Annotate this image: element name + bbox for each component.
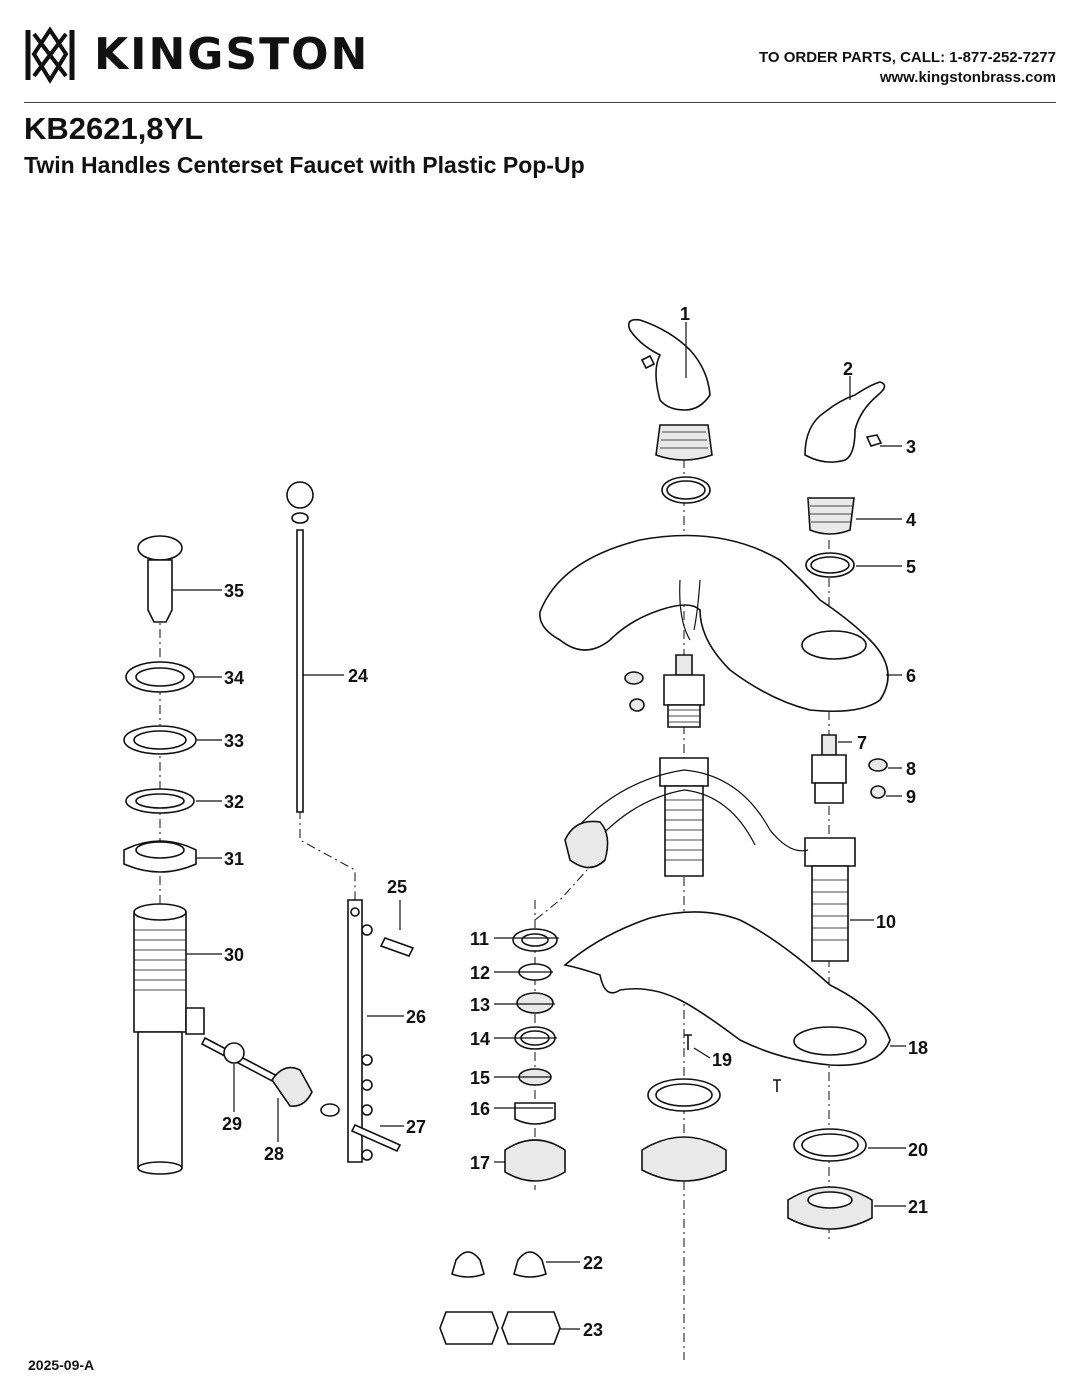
part-drain-assembly xyxy=(123,535,205,1175)
callout-30: 30 xyxy=(224,945,244,965)
callout-21: 21 xyxy=(908,1197,928,1217)
model-number: KB2621,8YL xyxy=(24,111,204,146)
callout-27: 27 xyxy=(406,1117,426,1137)
part-faucet-body xyxy=(539,534,889,713)
callout-31: 31 xyxy=(224,849,244,869)
callout-6: 6 xyxy=(906,666,916,686)
callout-5: 5 xyxy=(906,557,916,577)
callout-24: 24 xyxy=(348,666,368,686)
callout-11: 11 xyxy=(470,929,489,949)
callout-17: 17 xyxy=(470,1153,490,1173)
callout-19: 19 xyxy=(712,1050,732,1070)
callout-3: 3 xyxy=(906,437,916,457)
part-supply-nuts xyxy=(439,1251,561,1345)
callout-23: 23 xyxy=(583,1320,603,1340)
part-gaskets-nuts xyxy=(641,1078,873,1230)
part-cartridges xyxy=(624,654,888,804)
callout-25: 25 xyxy=(387,877,407,897)
callout-4: 4 xyxy=(906,510,916,530)
part-pop-up-linkage xyxy=(286,481,415,1163)
callout-22: 22 xyxy=(583,1253,603,1273)
order-website[interactable]: www.kingstonbrass.com xyxy=(879,69,1056,86)
part-left-handle xyxy=(627,318,713,504)
callout-14: 14 xyxy=(470,1029,490,1049)
callout-1: 1 xyxy=(680,304,690,324)
kingston-logo-icon xyxy=(25,26,75,84)
part-pivot xyxy=(200,1036,340,1117)
callout-labels: 1 2 3 4 5 6 7 8 9 10 11 12 13 14 15 16 1… xyxy=(222,304,928,1340)
header-divider xyxy=(24,102,1056,103)
callout-7: 7 xyxy=(857,733,867,753)
callout-33: 33 xyxy=(224,731,244,751)
part-right-handle xyxy=(804,381,886,578)
callout-32: 32 xyxy=(224,792,244,812)
callout-26: 26 xyxy=(406,1007,426,1027)
callout-20: 20 xyxy=(908,1140,928,1160)
callout-13: 13 xyxy=(470,995,490,1015)
leader-lines xyxy=(172,322,906,1330)
part-deck-plate xyxy=(563,911,891,1092)
callout-18: 18 xyxy=(908,1038,928,1058)
revision-code: 2025-09-A xyxy=(28,1357,95,1373)
callout-10: 10 xyxy=(876,912,896,932)
callout-12: 12 xyxy=(470,963,490,983)
callout-16: 16 xyxy=(470,1099,490,1119)
callout-28: 28 xyxy=(264,1144,284,1164)
brand-logo: KINGSTON xyxy=(24,26,369,84)
callout-15: 15 xyxy=(470,1068,490,1088)
callout-29: 29 xyxy=(222,1114,242,1134)
product-title: Twin Handles Centerset Faucet with Plast… xyxy=(24,152,585,178)
order-info: TO ORDER PARTS, CALL: 1-877-252-7277 www… xyxy=(759,48,1056,88)
callout-9: 9 xyxy=(906,787,916,807)
callout-8: 8 xyxy=(906,759,916,779)
brand-name: KINGSTON xyxy=(94,29,370,80)
callout-35: 35 xyxy=(224,581,244,601)
order-phone: TO ORDER PARTS, CALL: 1-877-252-7277 xyxy=(758,49,1056,66)
callout-2: 2 xyxy=(843,359,853,379)
callout-34: 34 xyxy=(224,668,244,688)
part-valve-body xyxy=(564,757,856,962)
